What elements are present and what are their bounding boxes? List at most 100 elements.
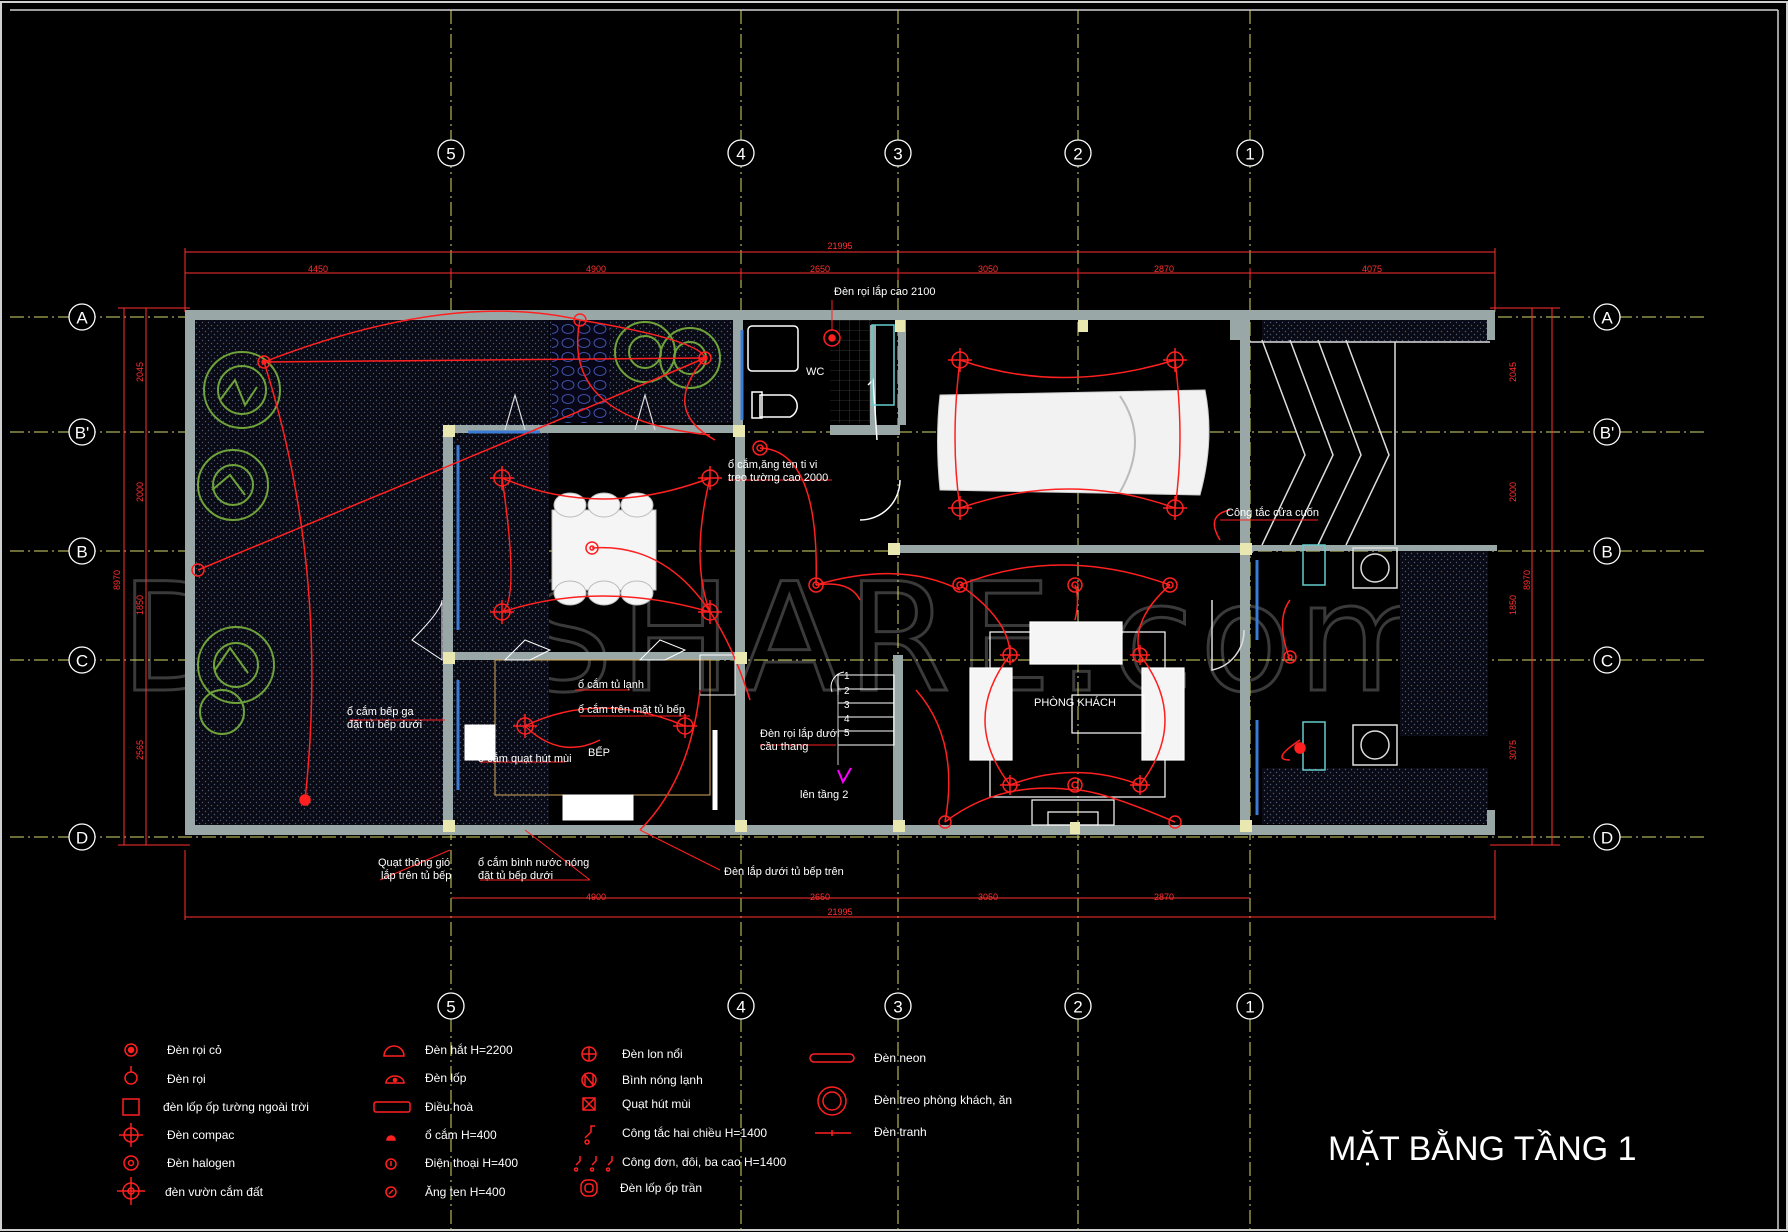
svg-text:D: D (1601, 829, 1613, 848)
svg-text:Bình nóng lạnh: Bình nóng lạnh (622, 1073, 703, 1087)
spotlight-icon (124, 1071, 138, 1085)
svg-text:4075: 4075 (1362, 264, 1382, 274)
dining-table (551, 492, 657, 606)
svg-text:3050: 3050 (978, 264, 998, 274)
grid-label-1: 1 (1245, 145, 1254, 164)
note-bep-ga-2: đặt tủ bếp dưới (347, 719, 422, 731)
neon-light-icon (809, 1053, 855, 1063)
svg-text:8970: 8970 (112, 570, 122, 590)
svg-text:3050: 3050 (978, 892, 998, 902)
room-label-kitchen: BẾP (588, 746, 610, 759)
svg-text:2000: 2000 (1508, 482, 1518, 502)
dim-bottom-total: 21995 (827, 907, 852, 917)
svg-text:4450: 4450 (308, 264, 328, 274)
svg-text:2650: 2650 (810, 892, 830, 902)
svg-text:1: 1 (1245, 998, 1254, 1017)
cove-light-icon (383, 1045, 405, 1057)
svg-text:2: 2 (1073, 998, 1082, 1017)
note-quat-thong-gio-1: Quạt thông gió (378, 857, 450, 869)
grid-label-Bp: B' (75, 424, 90, 443)
svg-text:8970: 8970 (1522, 570, 1532, 590)
svg-text:Đèn hắt H=2200: Đèn hắt H=2200 (425, 1042, 513, 1057)
note-quat-hut: ổ cắm quạt hút mùi (478, 752, 572, 765)
svg-text:Đèn tranh: Đèn tranh (874, 1125, 927, 1139)
svg-text:Đèn lốp ốp trần: Đèn lốp ốp trần (620, 1181, 702, 1195)
svg-text:2045: 2045 (135, 362, 145, 382)
svg-text:Đèn lốp: Đèn lốp (425, 1071, 467, 1085)
garage-ramp (1211, 339, 1490, 771)
svg-text:5: 5 (844, 728, 850, 739)
svg-text:Đèn treo phòng khách, ăn: Đèn treo phòng khách, ăn (874, 1093, 1012, 1107)
room-label-wc: WC (806, 366, 824, 378)
svg-text:Quạt hút mùi: Quạt hút mùi (622, 1097, 691, 1111)
svg-text:4: 4 (844, 714, 850, 725)
svg-text:đèn lốp ốp tường ngoài trời: đèn lốp ốp tường ngoài trời (163, 1100, 309, 1114)
air-conditioner-icon (373, 1101, 411, 1113)
svg-text:Điện thoại H=400: Điện thoại H=400 (425, 1156, 518, 1170)
svg-text:2: 2 (844, 686, 850, 697)
stone-path (552, 320, 610, 423)
socket-icon (386, 1135, 396, 1141)
svg-text:B': B' (1600, 424, 1615, 443)
svg-text:2565: 2565 (135, 740, 145, 760)
svg-text:4900: 4900 (586, 892, 606, 902)
dimension-lines (118, 248, 1560, 920)
room-label-living: PHÒNG KHÁCH (1034, 696, 1116, 709)
ceiling-mount-light-icon (580, 1179, 598, 1197)
svg-text:Đèn rọi cỏ: Đèn rọi cỏ (167, 1043, 222, 1057)
svg-text:Ăng ten H=400: Ăng ten H=400 (425, 1184, 506, 1199)
note-o-cam-mat-tu-bep: ổ cắm trên mặt tủ bếp (578, 703, 685, 716)
svg-text:2870: 2870 (1154, 264, 1174, 274)
svg-text:Đèn halogen: Đèn halogen (167, 1156, 235, 1170)
svg-text:2870: 2870 (1154, 892, 1174, 902)
grid-label-5: 5 (446, 145, 455, 164)
svg-text:C: C (1601, 652, 1613, 671)
annotations: Đèn rọi lắp cao 2100 ổ cắm,ăng ten ti vi… (347, 285, 1319, 882)
note-den-roi-2100: Đèn rọi lắp cao 2100 (834, 285, 936, 298)
grid-label-D: D (76, 829, 88, 848)
svg-text:1: 1 (844, 671, 850, 682)
dimension-texts: 21995 4450 4900 2650 3050 2870 4075 4900… (112, 241, 1532, 917)
note-binh-nong-2: đặt tủ bếp dưới (478, 870, 553, 882)
svg-text:3: 3 (844, 700, 850, 711)
car (937, 389, 1210, 496)
svg-text:B: B (1601, 543, 1612, 562)
svg-text:Công đơn, đôi, ba cao H=1400: Công đơn, đôi, ba cao H=1400 (622, 1155, 787, 1169)
antenna-outlet-icon (385, 1186, 397, 1198)
svg-text:Công tắc hai chiều H=1400: Công tắc hai chiều H=1400 (622, 1125, 767, 1140)
note-bep-ga-1: ổ cắm bếp ga (347, 705, 415, 718)
svg-text:Đèn lon nổi: Đèn lon nổi (622, 1047, 683, 1061)
svg-text:Đèn rọi: Đèn rọi (167, 1072, 206, 1086)
svg-text:A: A (1601, 309, 1613, 328)
svg-text:Đèn neon: Đèn neon (874, 1051, 926, 1065)
grid-bubbles-right: A B' B C D (1593, 303, 1621, 851)
drawing-title: MẶT BẰNG TẦNG 1 (1328, 1130, 1637, 1168)
svg-text:4: 4 (736, 998, 745, 1017)
grid-label-2: 2 (1073, 145, 1082, 164)
stair-up-label: lên tầng 2 (800, 789, 848, 801)
svg-text:2045: 2045 (1508, 362, 1518, 382)
stair-steps: 1 2 3 4 5 (844, 671, 850, 739)
note-binh-nong-1: ổ cắm bình nước nóng (478, 856, 589, 869)
halogen-icon (123, 1155, 139, 1171)
outdoor-wall-light-icon (122, 1098, 140, 1116)
note-cau-thang-2: cầu thang (760, 741, 808, 753)
svg-text:2000: 2000 (135, 482, 145, 502)
exhaust-fan-icon (582, 1097, 596, 1111)
note-quat-thong-gio-2: lắp trên tủ bếp (381, 869, 451, 882)
kitchen-counter (464, 654, 736, 821)
wiring (197, 310, 1301, 831)
grid-bubbles-top: 5 4 3 2 1 (437, 139, 1264, 167)
ceiling-light-icon (385, 1075, 405, 1084)
phone-outlet-icon (385, 1158, 397, 1170)
dim-top-total: 21995 (827, 241, 852, 251)
grid-label-A: A (76, 309, 88, 328)
living-furniture (969, 621, 1185, 826)
two-way-switch-icon (584, 1125, 595, 1145)
svg-text:Điều hoà: Điều hoà (425, 1100, 473, 1114)
grid-bubbles-left: A B' B C D (68, 303, 96, 851)
svg-text:1850: 1850 (135, 595, 145, 615)
grid-bubbles-bottom: 5 4 3 2 1 (437, 992, 1264, 1020)
